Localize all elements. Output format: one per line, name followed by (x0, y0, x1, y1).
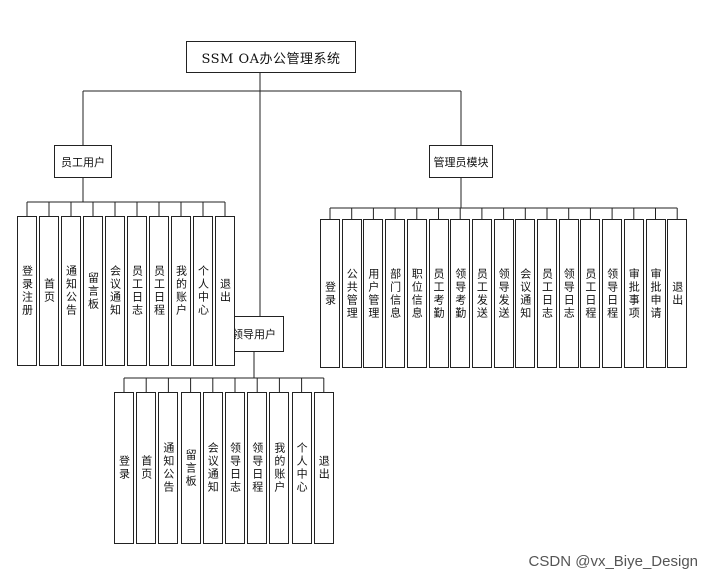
leader-leaf-node: 首页 (136, 392, 157, 544)
leader-leaf-node: 留言板 (180, 392, 201, 544)
admin-leaf-node: 会议通知 (515, 219, 536, 368)
admin-leaf-node: 审批申请 (645, 219, 666, 368)
employee-leaf-node: 首页 (39, 216, 59, 366)
leader-leaf-node: 通知公告 (158, 392, 179, 544)
employee-leaf-node: 登录注册 (17, 216, 37, 366)
admin-leaf-node: 领导日程 (602, 219, 623, 368)
employee-leaf-node: 留言板 (83, 216, 103, 366)
root-node: SSM OA办公管理系统 (186, 41, 356, 73)
admin-leaf-node: 审批事项 (623, 219, 644, 368)
employee-leaf-node: 个人中心 (193, 216, 213, 366)
admin-leaf-node: 领导日志 (558, 219, 579, 368)
module-employee: 员工用户 (54, 145, 112, 178)
admin-leaf-node: 登录 (320, 219, 340, 368)
leader-leaf-node: 我的账户 (269, 392, 290, 544)
leader-leaf-node: 登录 (114, 392, 134, 544)
admin-leaf-node: 公共管理 (341, 219, 362, 368)
employee-leaf-node: 退出 (215, 216, 235, 366)
employee-leaf-node: 通知公告 (61, 216, 81, 366)
module-admin: 管理员模块 (429, 145, 493, 178)
admin-leaf-node: 退出 (667, 219, 688, 368)
leader-leaf-node: 领导日程 (247, 392, 268, 544)
leader-leaf-node: 会议通知 (202, 392, 223, 544)
admin-leaf-node: 员工发送 (471, 219, 492, 368)
employee-leaf-node: 会议通知 (105, 216, 125, 366)
watermark: CSDN @vx_Biye_Design (528, 553, 698, 570)
leader-leaf-node: 退出 (313, 392, 334, 544)
admin-leaf-node: 职位信息 (406, 219, 427, 368)
admin-leaf-node: 员工考勤 (428, 219, 449, 368)
admin-leaf-node: 部门信息 (385, 219, 406, 368)
admin-leaf-node: 员工日程 (580, 219, 601, 368)
leader-leaf-node: 领导日志 (225, 392, 245, 544)
employee-leaf-node: 我的账户 (171, 216, 191, 366)
employee-leaf-node: 员工日程 (149, 216, 169, 366)
leader-leaf-node: 个人中心 (291, 392, 312, 544)
employee-leaf-node: 员工日志 (127, 216, 147, 366)
admin-leaf-node: 领导发送 (493, 219, 514, 368)
admin-leaf-node: 领导考勤 (450, 219, 471, 368)
admin-leaf-node: 用户管理 (363, 219, 384, 368)
admin-leaf-node: 员工日志 (537, 219, 557, 368)
